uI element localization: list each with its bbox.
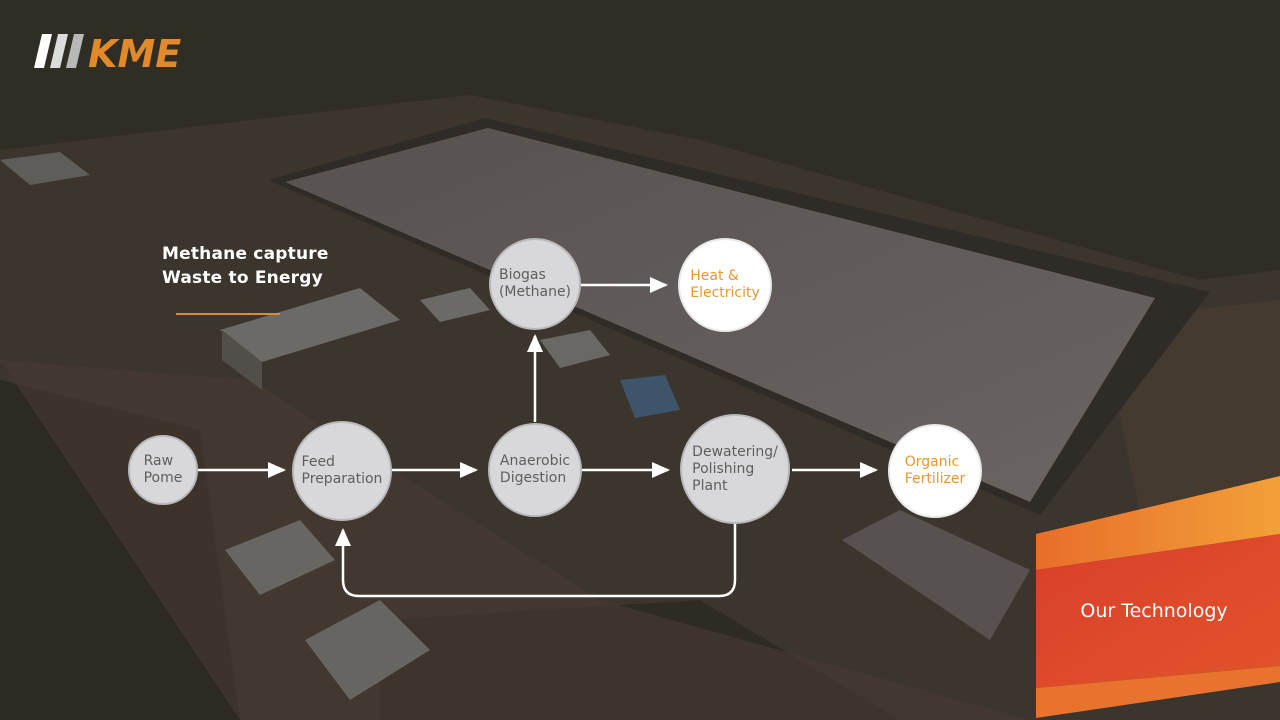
node-feed-preparation: Feed Preparation xyxy=(292,421,392,521)
tagline-line-1: Methane capture xyxy=(162,244,329,264)
node-organic-fertilizer: Organic Fertilizer xyxy=(888,424,982,518)
node-anaerobic-digestion: Anaerobic Digestion xyxy=(488,423,582,517)
node-biogas-label: Biogas (Methane) xyxy=(498,267,572,300)
node-heat-electricity: Heat & Electricity xyxy=(678,238,772,332)
svg-text:KME: KME xyxy=(88,32,181,72)
node-dewatering-plant: Dewatering/ Polishing Plant xyxy=(680,414,790,524)
node-biogas: Biogas (Methane) xyxy=(489,238,581,330)
node-anaerobic-digestion-label: Anaerobic Digestion xyxy=(499,453,571,486)
node-feed-preparation-label: Feed Preparation xyxy=(301,454,383,487)
node-raw-pome-label: Raw Pome xyxy=(143,453,183,486)
node-dewatering-plant-label: Dewatering/ Polishing Plant xyxy=(692,443,778,494)
technology-ribbon xyxy=(1036,476,1280,718)
our-technology-label: Our Technology xyxy=(1080,600,1228,622)
tagline: Methane capture Waste to Energy xyxy=(162,242,329,290)
tagline-line-2: Waste to Energy xyxy=(162,268,323,288)
node-organic-fertilizer-label: Organic Fertilizer xyxy=(904,454,966,487)
tagline-divider xyxy=(176,313,280,315)
arrow-recycle-loop xyxy=(335,524,737,598)
kme-logo: KME xyxy=(34,32,181,72)
node-heat-electricity-label: Heat & Electricity xyxy=(690,268,760,301)
node-raw-pome: Raw Pome xyxy=(128,435,198,505)
